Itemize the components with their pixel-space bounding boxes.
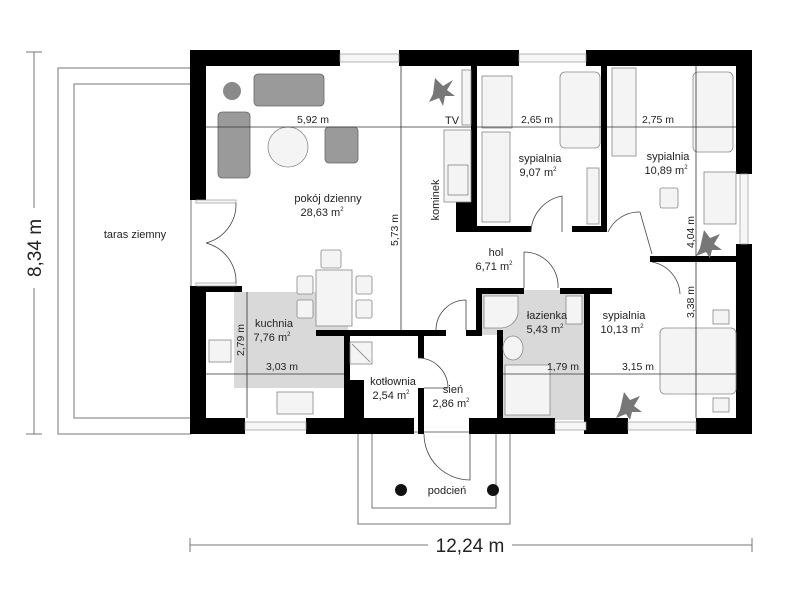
dim-overall-width: 12,24 m	[436, 536, 505, 557]
vestibule-name: sień	[443, 384, 463, 396]
dim-bedroom3-width: 3,15 m	[622, 361, 654, 373]
toilet-icon	[502, 335, 524, 361]
porch	[357, 431, 511, 525]
column-icon	[395, 484, 407, 496]
bathroom-area: 5,43 m	[527, 324, 561, 336]
bathtub-icon	[504, 364, 551, 416]
dim-bathroom-width: 1,79 m	[547, 361, 579, 373]
living-name: pokój dzienny	[294, 193, 362, 205]
plant-icon	[223, 82, 241, 100]
terrace	[57, 67, 192, 435]
bedroom1-name: sypialnia	[519, 153, 563, 165]
terrace-name: taras ziemny	[104, 229, 167, 241]
sink-icon	[276, 391, 314, 415]
boiler-area: 2,54 m	[373, 390, 407, 402]
dim-kitchen-depth: 2,79 m	[235, 324, 247, 356]
dim-bedroom3-depth: 3,38 m	[685, 286, 697, 318]
svg-text:7,76 m2: 7,76 m2	[254, 332, 292, 344]
svg-text:2,54 m2: 2,54 m2	[373, 390, 411, 402]
plant-icon	[616, 392, 642, 420]
terrace-door	[195, 199, 237, 287]
dim-bedroom2-width: 2,75 m	[642, 114, 674, 126]
svg-text:10,89 m2: 10,89 m2	[644, 165, 688, 177]
svg-text:5,43 m2: 5,43 m2	[527, 324, 565, 336]
tv-label: TV	[445, 115, 460, 127]
dim-overall-depth: 8,34 m	[25, 219, 46, 277]
svg-text:28,63 m2: 28,63 m2	[300, 207, 344, 219]
plant-icon	[696, 230, 722, 258]
bedroom-furniture	[481, 67, 737, 420]
living-furniture	[217, 69, 472, 327]
boiler-name: kotłownia	[370, 376, 417, 388]
washbasin-icon	[565, 295, 583, 325]
dim-bedroom1-width: 2,65 m	[521, 114, 553, 126]
bedroom2-name: sypialnia	[647, 151, 691, 163]
living-area: 28,63 m	[300, 207, 340, 219]
fireplace-icon	[447, 164, 469, 196]
plant-icon	[429, 78, 455, 106]
svg-text:2,86 m2: 2,86 m2	[433, 398, 471, 410]
svg-text:9,07 m2: 9,07 m2	[520, 167, 558, 179]
room-labels: pokój dzienny 28,63 m2 sypialnia 9,07 m2…	[104, 115, 690, 497]
fixtures	[208, 295, 583, 416]
svg-text:10,13 m2: 10,13 m2	[600, 324, 644, 336]
dim-bedroom2-depth: 4,04 m	[685, 216, 697, 248]
bathroom-name: łazienka	[527, 310, 568, 322]
doors	[417, 195, 681, 481]
stove-icon	[208, 339, 232, 363]
dim-living-width: 5,92 m	[297, 114, 329, 126]
bedroom3-area: 10,13 m	[600, 324, 640, 336]
hall-area: 6,71 m	[476, 261, 510, 273]
porch-name: podcień	[428, 485, 467, 497]
bedroom3-name: sypialnia	[603, 310, 647, 322]
dim-living-depth: 5,73 m	[389, 214, 401, 246]
walls	[190, 50, 752, 434]
bedroom1-area: 9,07 m	[520, 167, 554, 179]
column-icon	[487, 484, 499, 496]
kitchen-name: kuchnia	[255, 318, 294, 330]
fireplace-label: kominek	[430, 179, 442, 220]
hall-name: hol	[489, 247, 504, 259]
svg-text:6,71 m2: 6,71 m2	[476, 261, 514, 273]
dimension-labels: 5,92 m 5,73 m 2,65 m 2,75 m 4,04 m 3,38 …	[25, 114, 697, 557]
kitchen-area: 7,76 m	[254, 332, 288, 344]
shower-icon	[483, 295, 519, 329]
windows	[244, 53, 749, 431]
dim-kitchen-width: 3,03 m	[266, 361, 298, 373]
dimension-lines	[22, 51, 753, 556]
bedroom2-area: 10,89 m	[644, 165, 684, 177]
vestibule-area: 2,86 m	[433, 398, 467, 410]
